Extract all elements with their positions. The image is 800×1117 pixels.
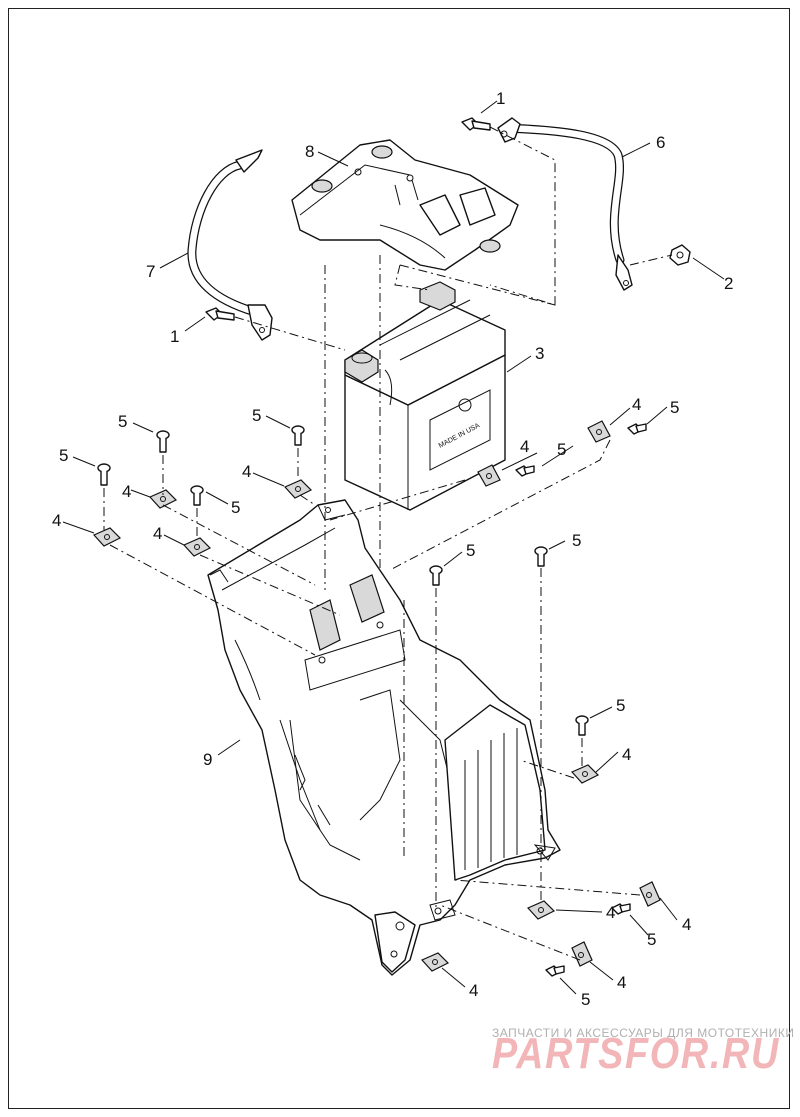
callout-9: 9 [203,750,212,769]
callout-5: 5 [616,696,625,715]
callout-labels: 1 1 2 3 4 4 4 4 4 4 4 4 4 4 4 5 5 5 5 5 … [52,89,733,1009]
battery-part-3: MADE IN USA [344,281,506,511]
callout-4: 4 [682,915,691,934]
watermark-caption: ЗАПЧАСТИ И АКСЕССУАРЫ ДЛЯ МОТОТЕХНИКИ [492,1026,794,1040]
callout-5: 5 [59,446,68,465]
hold-down-bracket-part-8 [291,139,519,271]
callout-4: 4 [606,903,615,922]
callout-5: 5 [118,412,127,431]
callout-4: 4 [520,437,529,456]
cable-part-6 [497,117,633,291]
callout-4: 4 [242,462,251,481]
callout-4: 4 [153,524,162,543]
callout-4: 4 [52,511,61,530]
callout-7: 7 [146,262,155,281]
callout-5: 5 [252,406,261,425]
callout-4: 4 [622,745,631,764]
callout-5: 5 [231,498,240,517]
bolt-part-1-upper [461,117,491,131]
callout-5: 5 [557,440,566,459]
callout-1-upper: 1 [496,89,505,108]
bolt-part-1-lower [205,307,235,321]
diagram-frame [8,8,790,1109]
callout-4: 4 [469,981,478,1000]
callout-2: 2 [724,274,733,293]
callout-5: 5 [572,531,581,550]
watermark: ЗАПЧАСТИ И АКСЕССУАРЫ ДЛЯ МОТОТЕХНИКИ PA… [492,1026,794,1078]
callout-4: 4 [617,973,626,992]
callout-6: 6 [656,133,665,152]
battery-tray-part-9 [207,499,561,976]
callout-5: 5 [581,990,590,1009]
callout-4: 4 [122,482,131,501]
screws-part-5 [97,423,647,977]
callout-5: 5 [647,930,656,949]
cable-part-7 [187,149,273,341]
callout-4: 4 [632,395,641,414]
callout-1-lower: 1 [170,327,179,346]
clip-nuts-part-4 [92,420,661,972]
callout-5: 5 [670,398,679,417]
callout-3: 3 [535,344,544,363]
callout-5: 5 [466,541,475,560]
alignment-lines [103,126,673,961]
leader-lines [62,100,725,995]
watermark-brand: PARTSFOR.RU [492,1029,780,1078]
callout-8: 8 [305,142,314,161]
nut-part-2 [669,244,691,266]
